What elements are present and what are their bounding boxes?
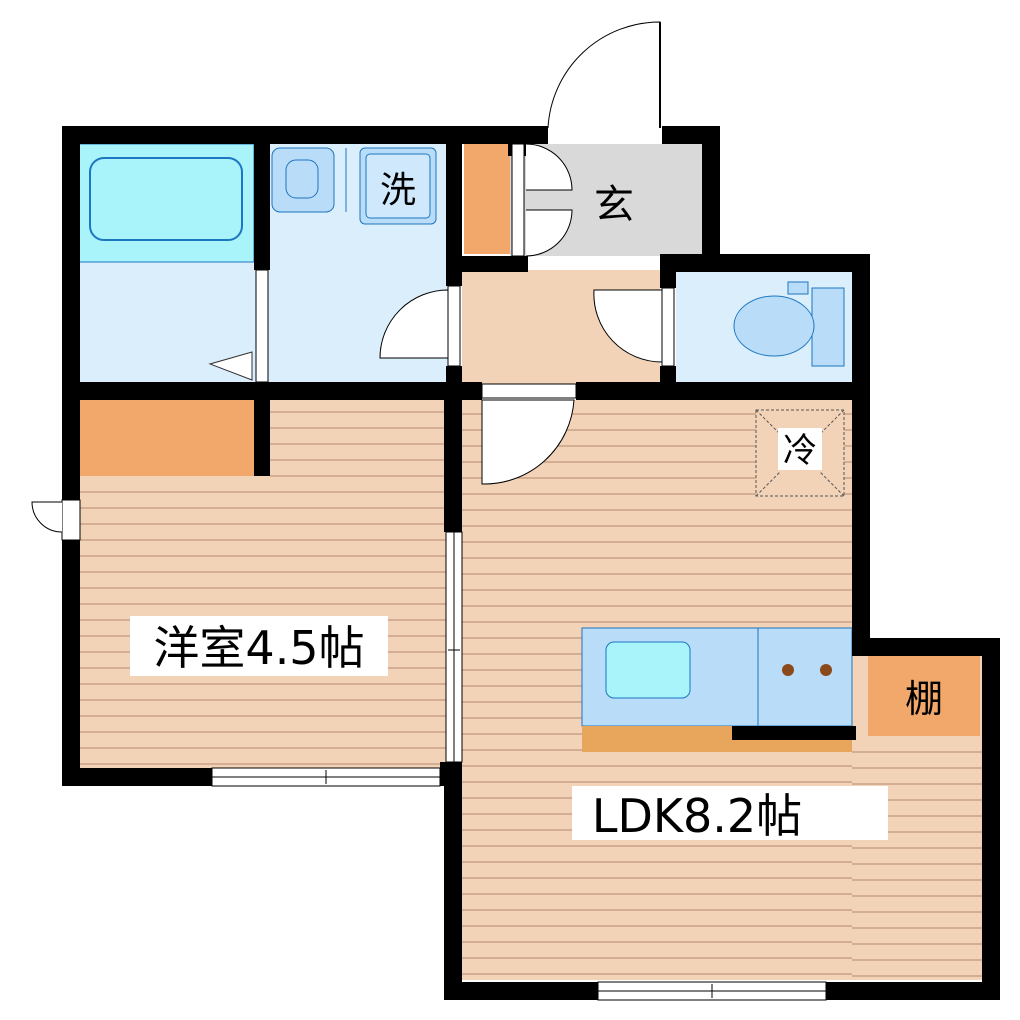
washer-label: 洗 xyxy=(380,170,416,211)
openings xyxy=(31,21,827,1001)
western-room-label-bg xyxy=(130,616,388,676)
ldk-label-bg xyxy=(572,786,888,840)
bath-door-swing xyxy=(208,351,253,381)
toilet xyxy=(733,281,845,367)
shelf xyxy=(868,656,980,736)
entrance-door xyxy=(547,21,661,129)
ldk-label: LDK8.2帖 xyxy=(592,789,802,843)
fridge-label: 冷 xyxy=(783,431,817,471)
washer-space: 洗 xyxy=(359,147,437,225)
sink xyxy=(271,147,347,213)
fridge-space: 冷 xyxy=(755,409,845,497)
western-room-label: 洋室4.5帖 xyxy=(153,621,364,675)
shelf-label: 棚 xyxy=(905,677,943,721)
closet xyxy=(78,400,254,476)
entrance-label: 玄 xyxy=(594,182,634,228)
bathtub xyxy=(77,143,255,263)
genkan-shoe-cabinet xyxy=(464,144,510,254)
walls xyxy=(62,126,1000,1000)
kitchen-counter xyxy=(581,627,856,752)
